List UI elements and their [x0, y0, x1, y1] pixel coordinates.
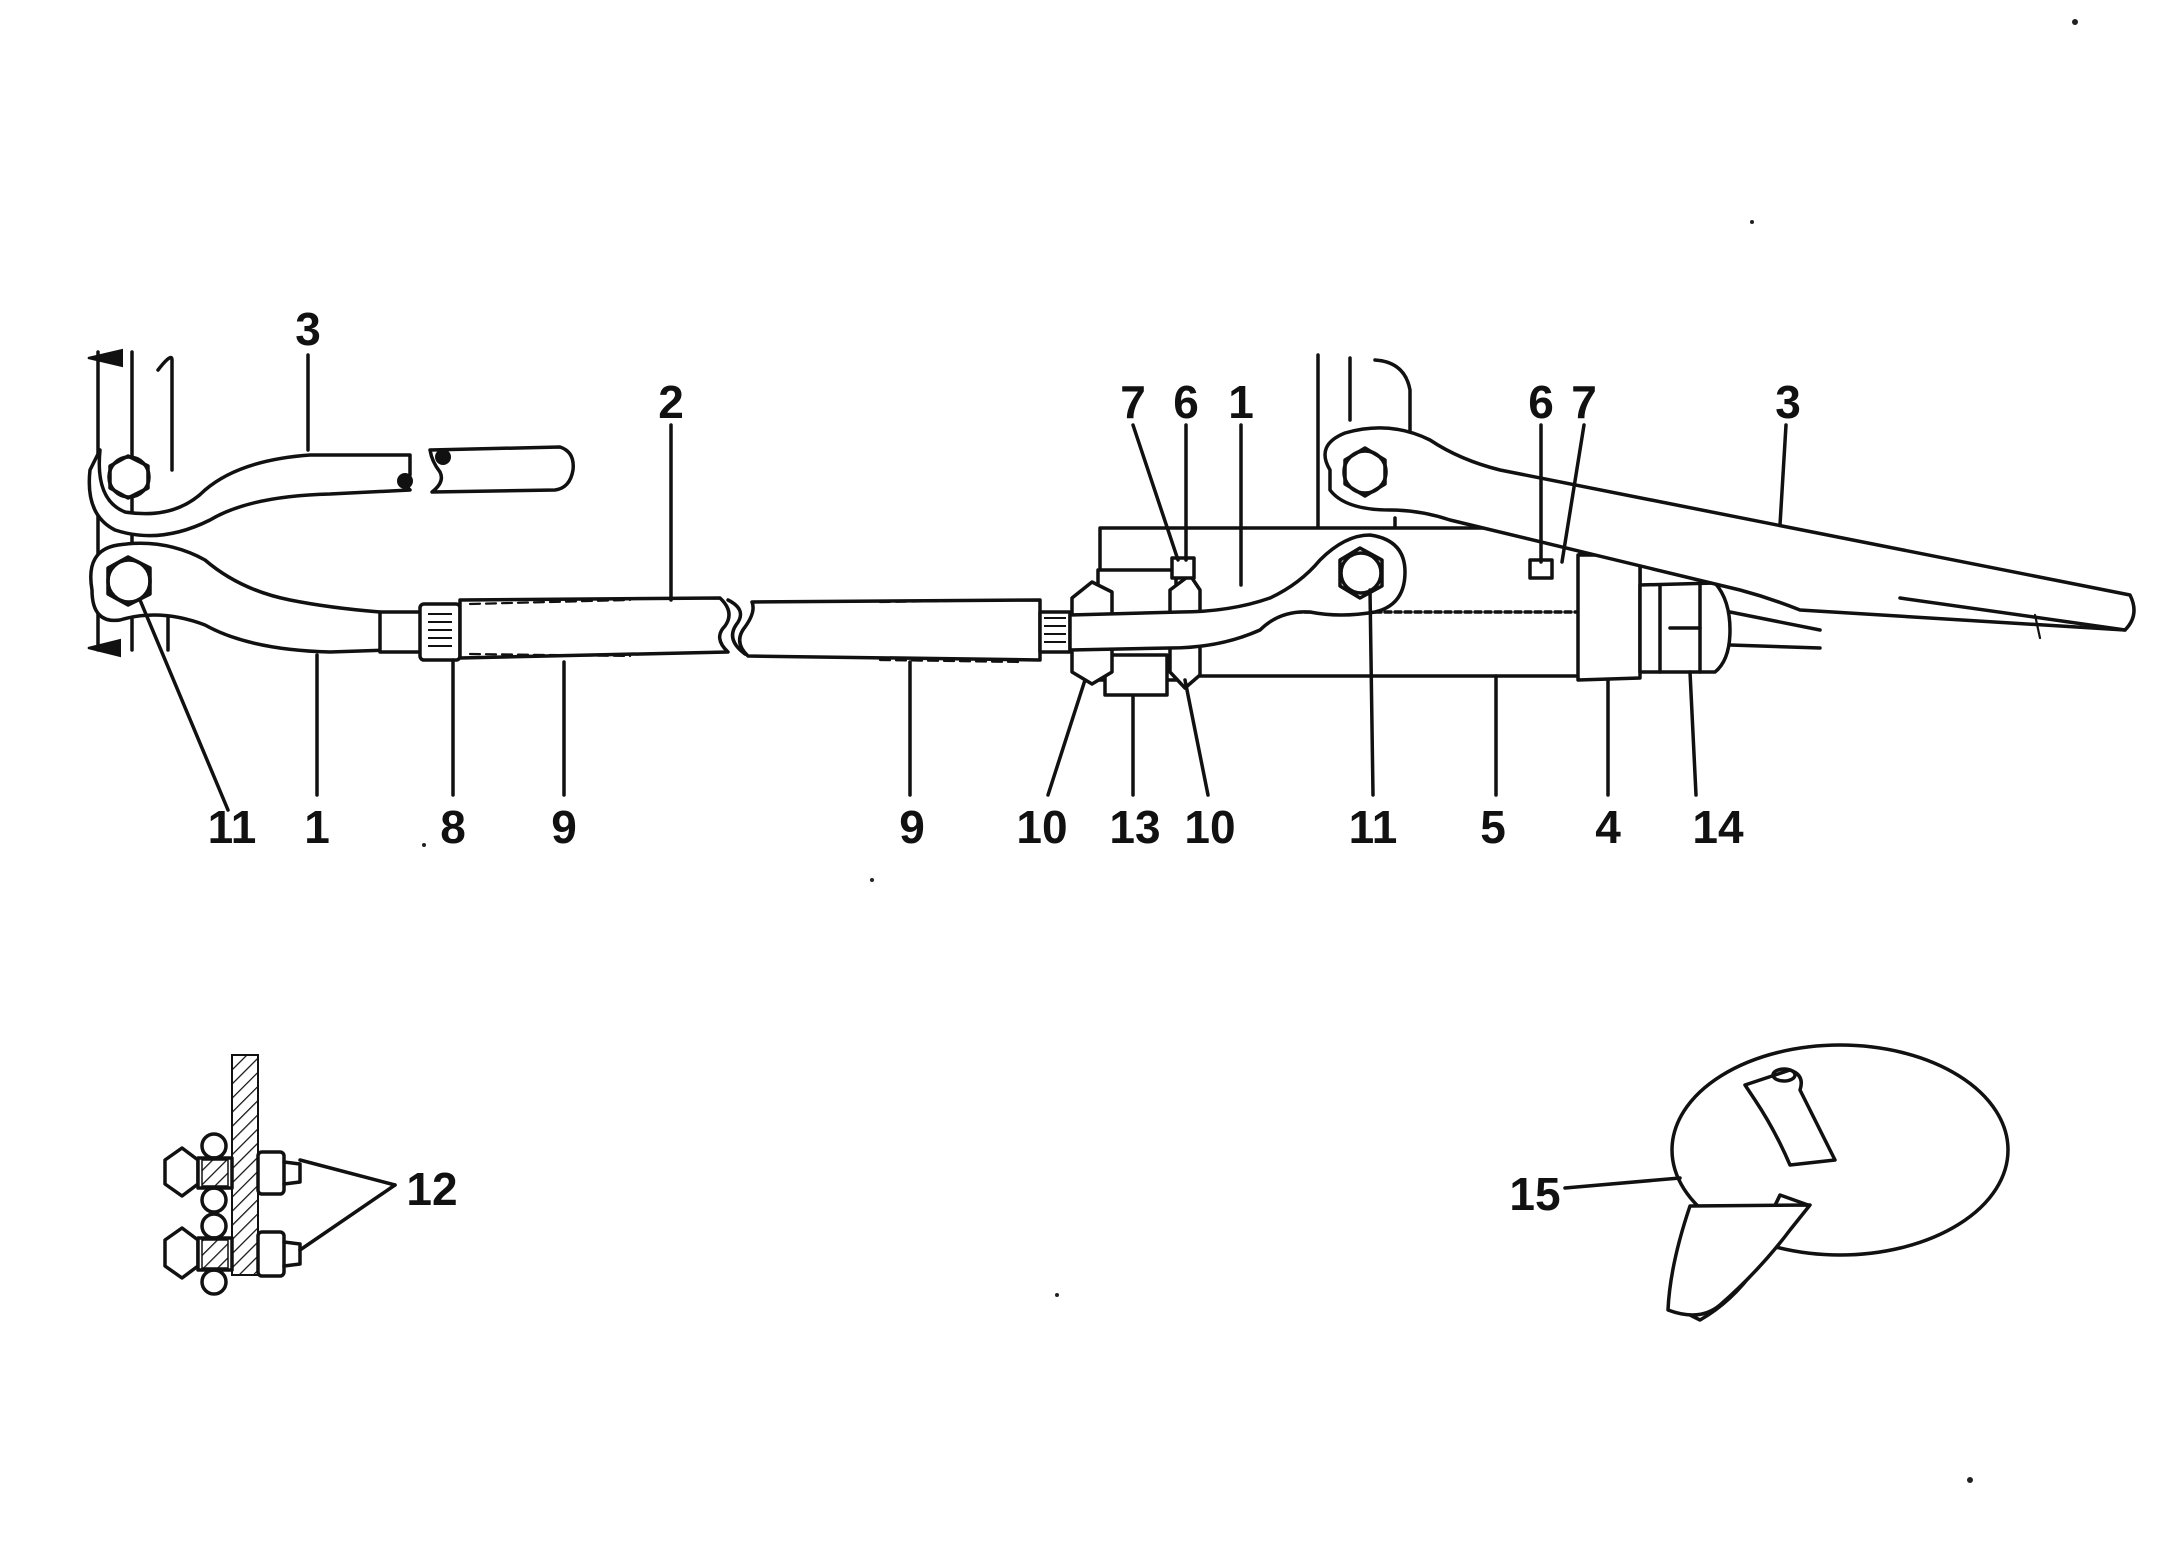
callout-2: 2 — [658, 376, 684, 428]
lower-bolt — [163, 1212, 302, 1296]
callout-5: 5 — [1480, 801, 1506, 853]
leader-lines — [138, 353, 1788, 1252]
scan-specks — [422, 19, 2078, 1483]
callout-14: 14 — [1692, 801, 1744, 853]
callout-10-right: 10 — [1184, 801, 1235, 853]
callout-6-right: 6 — [1528, 376, 1554, 428]
callout-1-mid: 1 — [1228, 376, 1254, 428]
callout-3-right: 3 — [1775, 376, 1801, 428]
callout-10-left: 10 — [1016, 801, 1067, 853]
trim-tab-anode — [1666, 1043, 2010, 1322]
right-tie-bar-arm — [1068, 533, 1407, 652]
right-steering-arm — [1323, 426, 2136, 640]
upper-bolt — [163, 1132, 302, 1214]
tie-bar-rod — [378, 596, 1072, 664]
left-tie-bar-arm — [89, 541, 392, 654]
callout-11-right: 11 — [1349, 801, 1398, 853]
left-steering-arm — [87, 445, 575, 538]
callout-7-mid: 7 — [1120, 376, 1146, 428]
callout-15: 15 — [1509, 1168, 1560, 1220]
callout-6-mid: 6 — [1173, 376, 1199, 428]
callout-8: 8 — [440, 801, 466, 853]
callout-3-left: 3 — [295, 303, 321, 355]
callout-1-left: 1 — [304, 801, 330, 853]
callout-9-left: 9 — [551, 801, 577, 853]
callout-labels: 3 2 7 6 1 6 7 3 11 1 8 9 9 10 13 10 11 5… — [208, 303, 1801, 1220]
callout-12: 12 — [406, 1163, 457, 1215]
callout-4: 4 — [1595, 801, 1621, 853]
callout-9-right: 9 — [899, 801, 925, 853]
callout-13: 13 — [1109, 801, 1160, 853]
callout-7-right: 7 — [1571, 376, 1597, 428]
callout-11-left: 11 — [208, 801, 257, 853]
mounting-bolt-set — [163, 1054, 302, 1296]
